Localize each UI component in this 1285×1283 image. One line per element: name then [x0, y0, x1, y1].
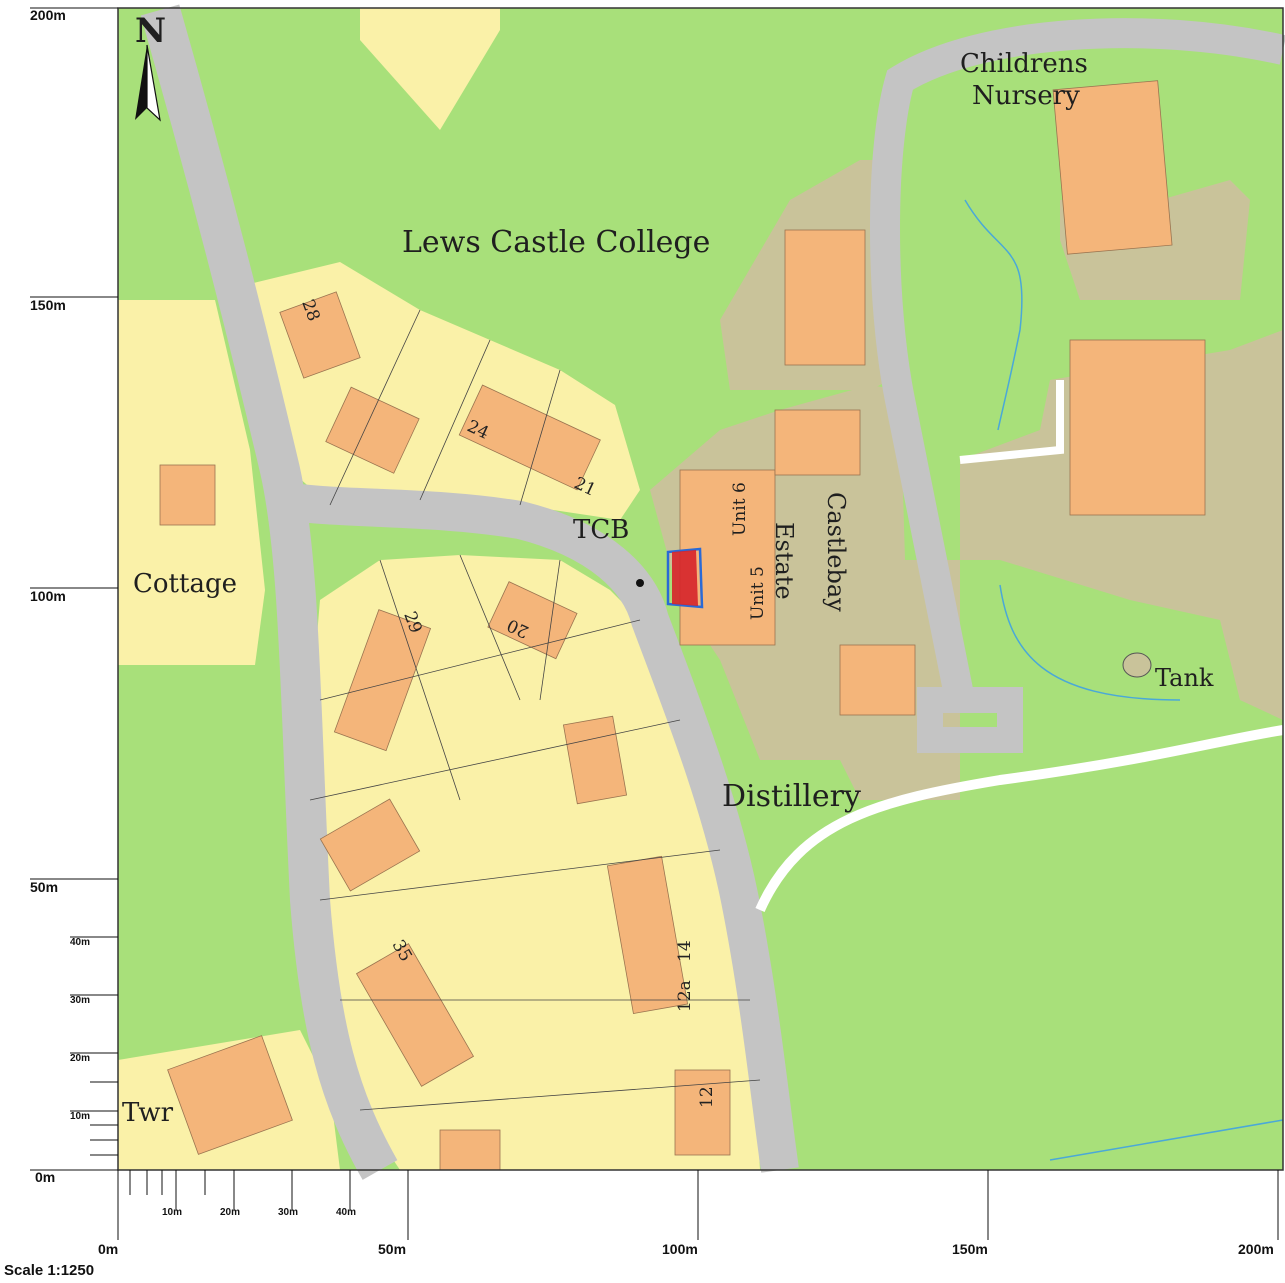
- building-twr: [167, 1035, 293, 1155]
- building-south-west: [319, 798, 421, 892]
- building-estate-south: [839, 644, 916, 716]
- site-boundary-red: [672, 550, 698, 606]
- scale-label: Scale 1:1250: [4, 1262, 95, 1279]
- road-college-drive: [870, 18, 1285, 703]
- x-tick-200: 200m: [1238, 1241, 1274, 1257]
- y-tick-100: 100m: [30, 588, 66, 604]
- label-tcb: TCB: [573, 515, 629, 545]
- x-tick-150: 150m: [952, 1241, 988, 1257]
- y-tick-30: 30m: [70, 995, 90, 1006]
- building-south-mid: [562, 715, 628, 805]
- label-tank: Tank: [1155, 664, 1214, 692]
- building-nursery: [1052, 80, 1173, 255]
- tank-structure: [1122, 652, 1152, 678]
- building-20: [487, 581, 578, 660]
- building-south-small: [439, 1129, 501, 1171]
- y-tick-150: 150m: [30, 297, 66, 313]
- x-tick-50: 50m: [378, 1241, 406, 1257]
- y-tick-0: 0m: [35, 1169, 55, 1185]
- x-tick-0: 0m: [98, 1241, 118, 1257]
- residential-top: [360, 8, 500, 130]
- x-tick-30: 30m: [278, 1207, 298, 1218]
- y-tick-10: 10m: [70, 1111, 90, 1122]
- house-number-14: 14: [675, 940, 695, 962]
- label-estate: Estate: [770, 522, 798, 600]
- label-unit5: Unit 5: [748, 566, 768, 620]
- building-estate-north: [774, 409, 861, 476]
- buildings: [159, 80, 1206, 1171]
- site-boundary-blue: [666, 547, 704, 609]
- label-distillery: Distillery: [722, 779, 861, 814]
- x-tick-40: 40m: [336, 1207, 356, 1218]
- x-tick-20: 20m: [220, 1207, 240, 1218]
- x-tick-10: 10m: [162, 1207, 182, 1218]
- road-nursery-white: [959, 380, 1064, 464]
- y-tick-20: 20m: [70, 1053, 90, 1064]
- building-nursery-south: [1069, 339, 1206, 516]
- label-twr: Twr: [122, 1098, 174, 1128]
- label-college: Lews Castle College: [402, 225, 710, 260]
- y-tick-50: 50m: [30, 879, 58, 895]
- label-nursery-line1: Childrens: [960, 49, 1088, 79]
- streams: [964, 199, 1284, 1161]
- building-cottage: [159, 464, 216, 526]
- building-28: [279, 291, 361, 379]
- map-frame: [117, 7, 1284, 1171]
- label-unit6: Unit 6: [730, 482, 750, 536]
- north-label: N: [135, 11, 166, 51]
- y-axis-ticks: [30, 7, 118, 1171]
- label-nursery-line2: Nursery: [972, 81, 1080, 111]
- plot-boundaries: [309, 309, 761, 1111]
- road-distillery-white: [755, 725, 1284, 913]
- label-castlebay: Castlebay: [822, 492, 850, 612]
- building-29: [333, 609, 432, 752]
- label-cottage: Cottage: [133, 569, 237, 599]
- house-number-12: 12: [697, 1086, 717, 1108]
- road-estate-loop: [917, 687, 1023, 753]
- y-tick-40: 40m: [70, 937, 90, 948]
- building-college: [784, 229, 866, 366]
- building-24-21: [458, 384, 601, 491]
- building-north-a: [325, 386, 420, 474]
- road-junction-east: [276, 481, 799, 1173]
- road-main-west: [140, 4, 398, 1180]
- x-tick-100: 100m: [662, 1241, 698, 1257]
- y-tick-200: 200m: [30, 7, 66, 23]
- house-number-12a: 12a: [675, 980, 695, 1012]
- tcb-marker: [636, 579, 644, 587]
- x-axis-ticks: [117, 1170, 1279, 1240]
- north-arrow-icon: N: [135, 11, 166, 122]
